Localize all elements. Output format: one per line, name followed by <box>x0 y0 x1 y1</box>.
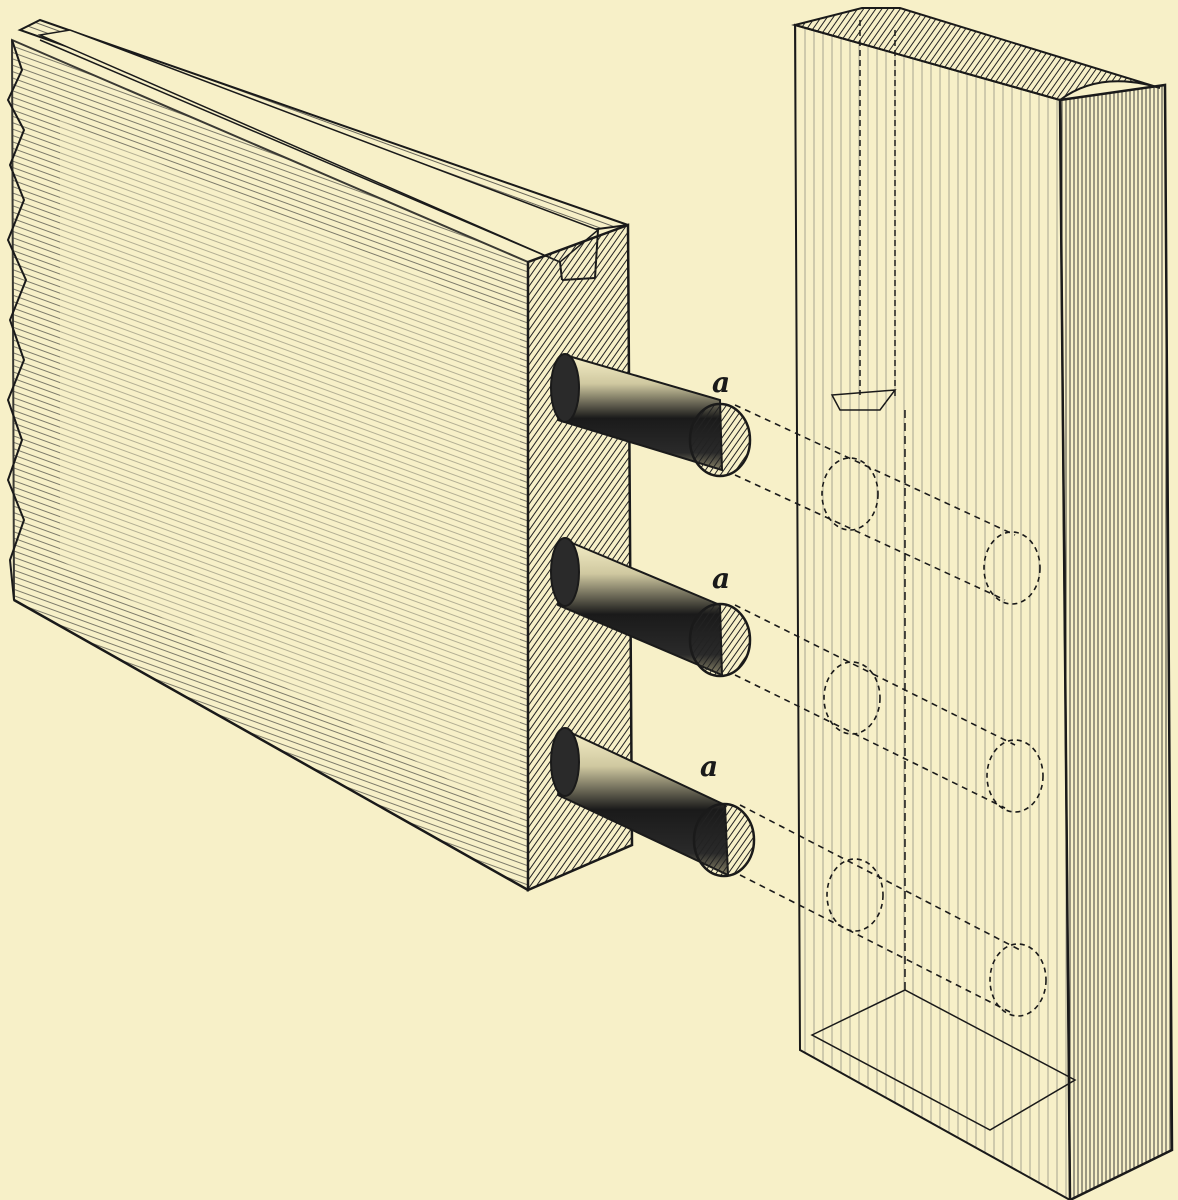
dowel-1 <box>550 353 752 478</box>
dowel-holes <box>821 457 1047 1017</box>
right-post-side-face <box>1058 83 1174 1200</box>
hole-front-3 <box>826 858 884 932</box>
dowel-label-1: a <box>712 366 730 399</box>
hole-back-3 <box>989 943 1047 1017</box>
hole-back-2 <box>986 739 1044 813</box>
dowel-3 <box>550 727 756 878</box>
hole-back-1 <box>983 531 1041 605</box>
left-board-torn-edge <box>6 39 28 601</box>
left-board <box>6 18 634 892</box>
hole-front-1 <box>821 457 879 531</box>
hole-front-2 <box>823 661 881 735</box>
dowel-2 <box>550 537 752 678</box>
dowel-label-2: a <box>712 562 730 595</box>
dowel-label-3: a <box>700 750 718 783</box>
right-post <box>791 7 1174 1200</box>
right-post-top-end <box>791 7 1161 102</box>
